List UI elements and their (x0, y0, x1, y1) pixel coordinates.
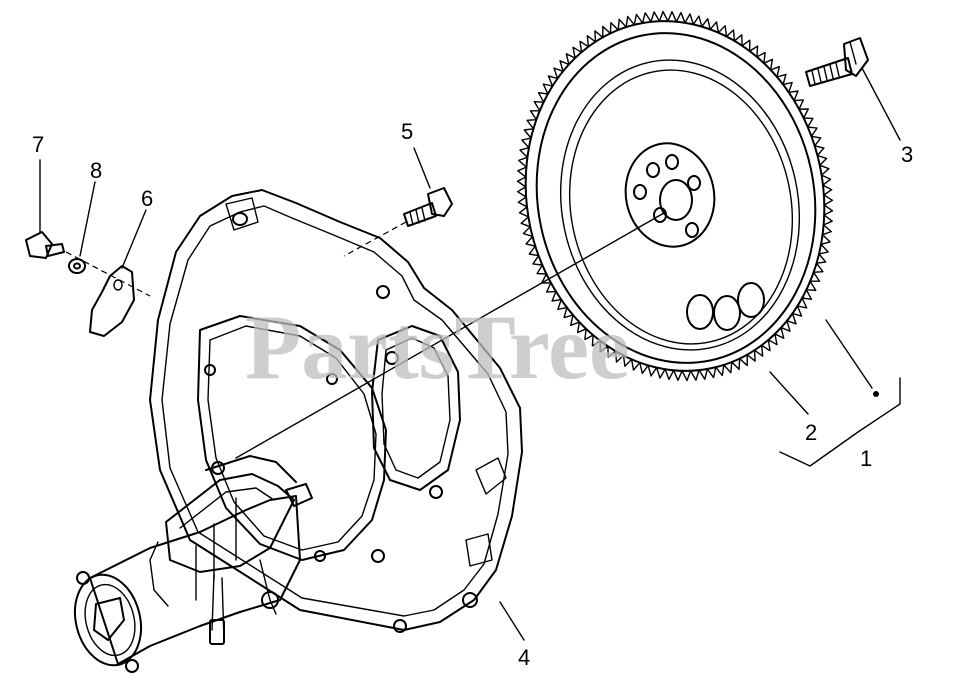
callout-3: 3 (901, 142, 913, 167)
cover-plate (89, 265, 135, 337)
callout-4: 4 (518, 645, 530, 670)
callout-8: 8 (90, 158, 102, 183)
small-bolt (25, 231, 65, 259)
leader-lines (39, 67, 901, 641)
callout-1: 1 (860, 446, 872, 471)
housing-bolt (403, 187, 453, 227)
starter-motor (74, 455, 313, 673)
assembly-dot (873, 391, 879, 397)
center-axis-line (235, 212, 665, 459)
bolt-5-leader (343, 221, 407, 257)
callout-7: 7 (32, 132, 44, 157)
flywheel (516, 10, 834, 382)
callout-6: 6 (141, 186, 153, 211)
flywheel-bolt (805, 37, 869, 87)
callout-5: 5 (401, 119, 413, 144)
watermark: PartsTree (245, 296, 630, 398)
flywheel-housing (149, 189, 523, 633)
small-parts-axis (65, 251, 151, 297)
washer (68, 258, 86, 274)
callout-2: 2 (805, 420, 817, 445)
